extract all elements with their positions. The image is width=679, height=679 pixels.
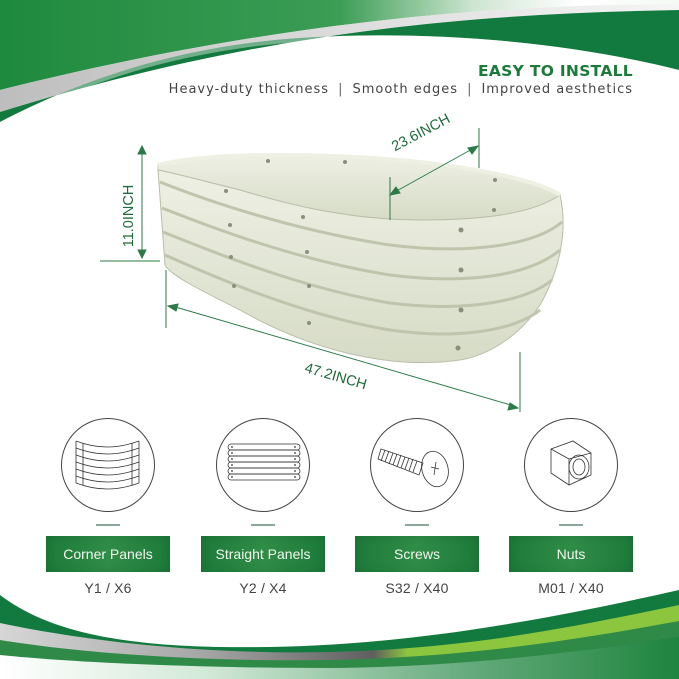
part-name: Straight Panels <box>201 536 325 572</box>
top-swoosh-banner <box>0 0 679 130</box>
feature-item: Improved aesthetics <box>481 82 633 97</box>
height-dimension-label: 11.0INCH <box>121 184 137 248</box>
part-code: Y1 / X6 <box>84 580 132 596</box>
curved-panels-icon <box>61 418 155 512</box>
bottom-swoosh-banner <box>0 585 679 679</box>
divider <box>559 524 583 526</box>
divider <box>96 524 120 526</box>
part-screws: Screws S32 / X40 <box>355 418 479 596</box>
part-code: S32 / X40 <box>385 580 449 596</box>
nut-icon <box>524 418 618 512</box>
divider <box>405 524 429 526</box>
feature-list: Heavy-duty thickness | Smooth edges | Improv… <box>169 82 633 97</box>
feature-item: Heavy-duty thickness <box>168 82 330 97</box>
separator: | <box>467 82 473 97</box>
part-name: Screws <box>355 536 479 572</box>
part-nuts: Nuts M01 / X40 <box>509 418 633 596</box>
part-code: Y2 / X4 <box>239 580 287 596</box>
feature-item: Smooth edges <box>352 82 459 97</box>
part-name: Corner Panels <box>46 536 170 572</box>
divider <box>251 524 275 526</box>
straight-panels-icon <box>216 418 310 512</box>
separator: | <box>338 82 344 97</box>
part-corner-panels: Corner Panels Y1 / X6 <box>46 418 170 596</box>
screw-icon <box>370 418 464 512</box>
part-name: Nuts <box>509 536 633 572</box>
part-code: M01 / X40 <box>538 580 604 596</box>
part-straight-panels: Straight Panels Y2 / X4 <box>201 418 325 596</box>
page-title: EASY TO INSTALL <box>477 62 633 80</box>
garden-bed-illustration <box>90 120 570 420</box>
